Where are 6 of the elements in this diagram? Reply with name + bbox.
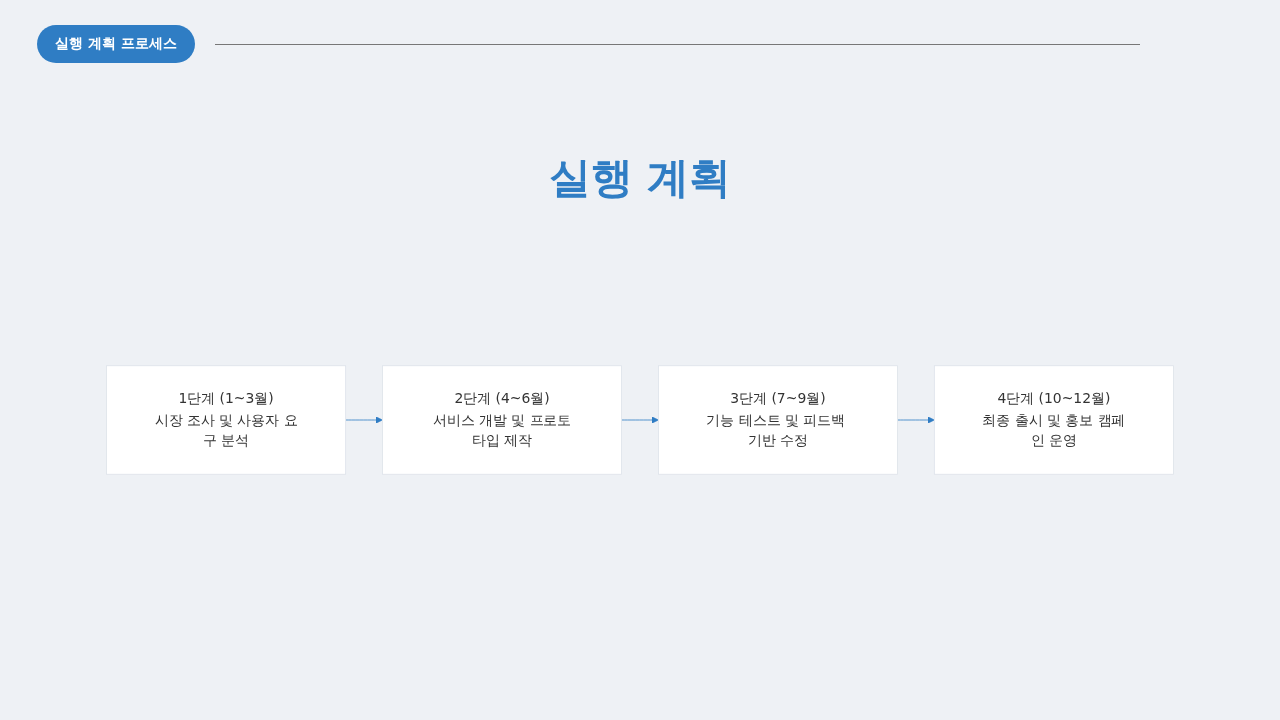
node-box: 3단계 (7~9월) 기능 테스트 및 피드백 기반 수정: [658, 365, 898, 475]
node-box: 2단계 (4~6월) 서비스 개발 및 프로토타입 제작: [382, 365, 622, 475]
section-tag: 실행 계획 프로세스: [37, 25, 195, 63]
slide-title: 실행 계획: [548, 152, 732, 204]
node-box: 1단계 (1~3월) 시장 조사 및 사용자 요구 분석: [106, 365, 347, 475]
node-box: 4단계 (10~12월) 최종 출시 및 홍보 캠페인 운영: [933, 365, 1174, 475]
